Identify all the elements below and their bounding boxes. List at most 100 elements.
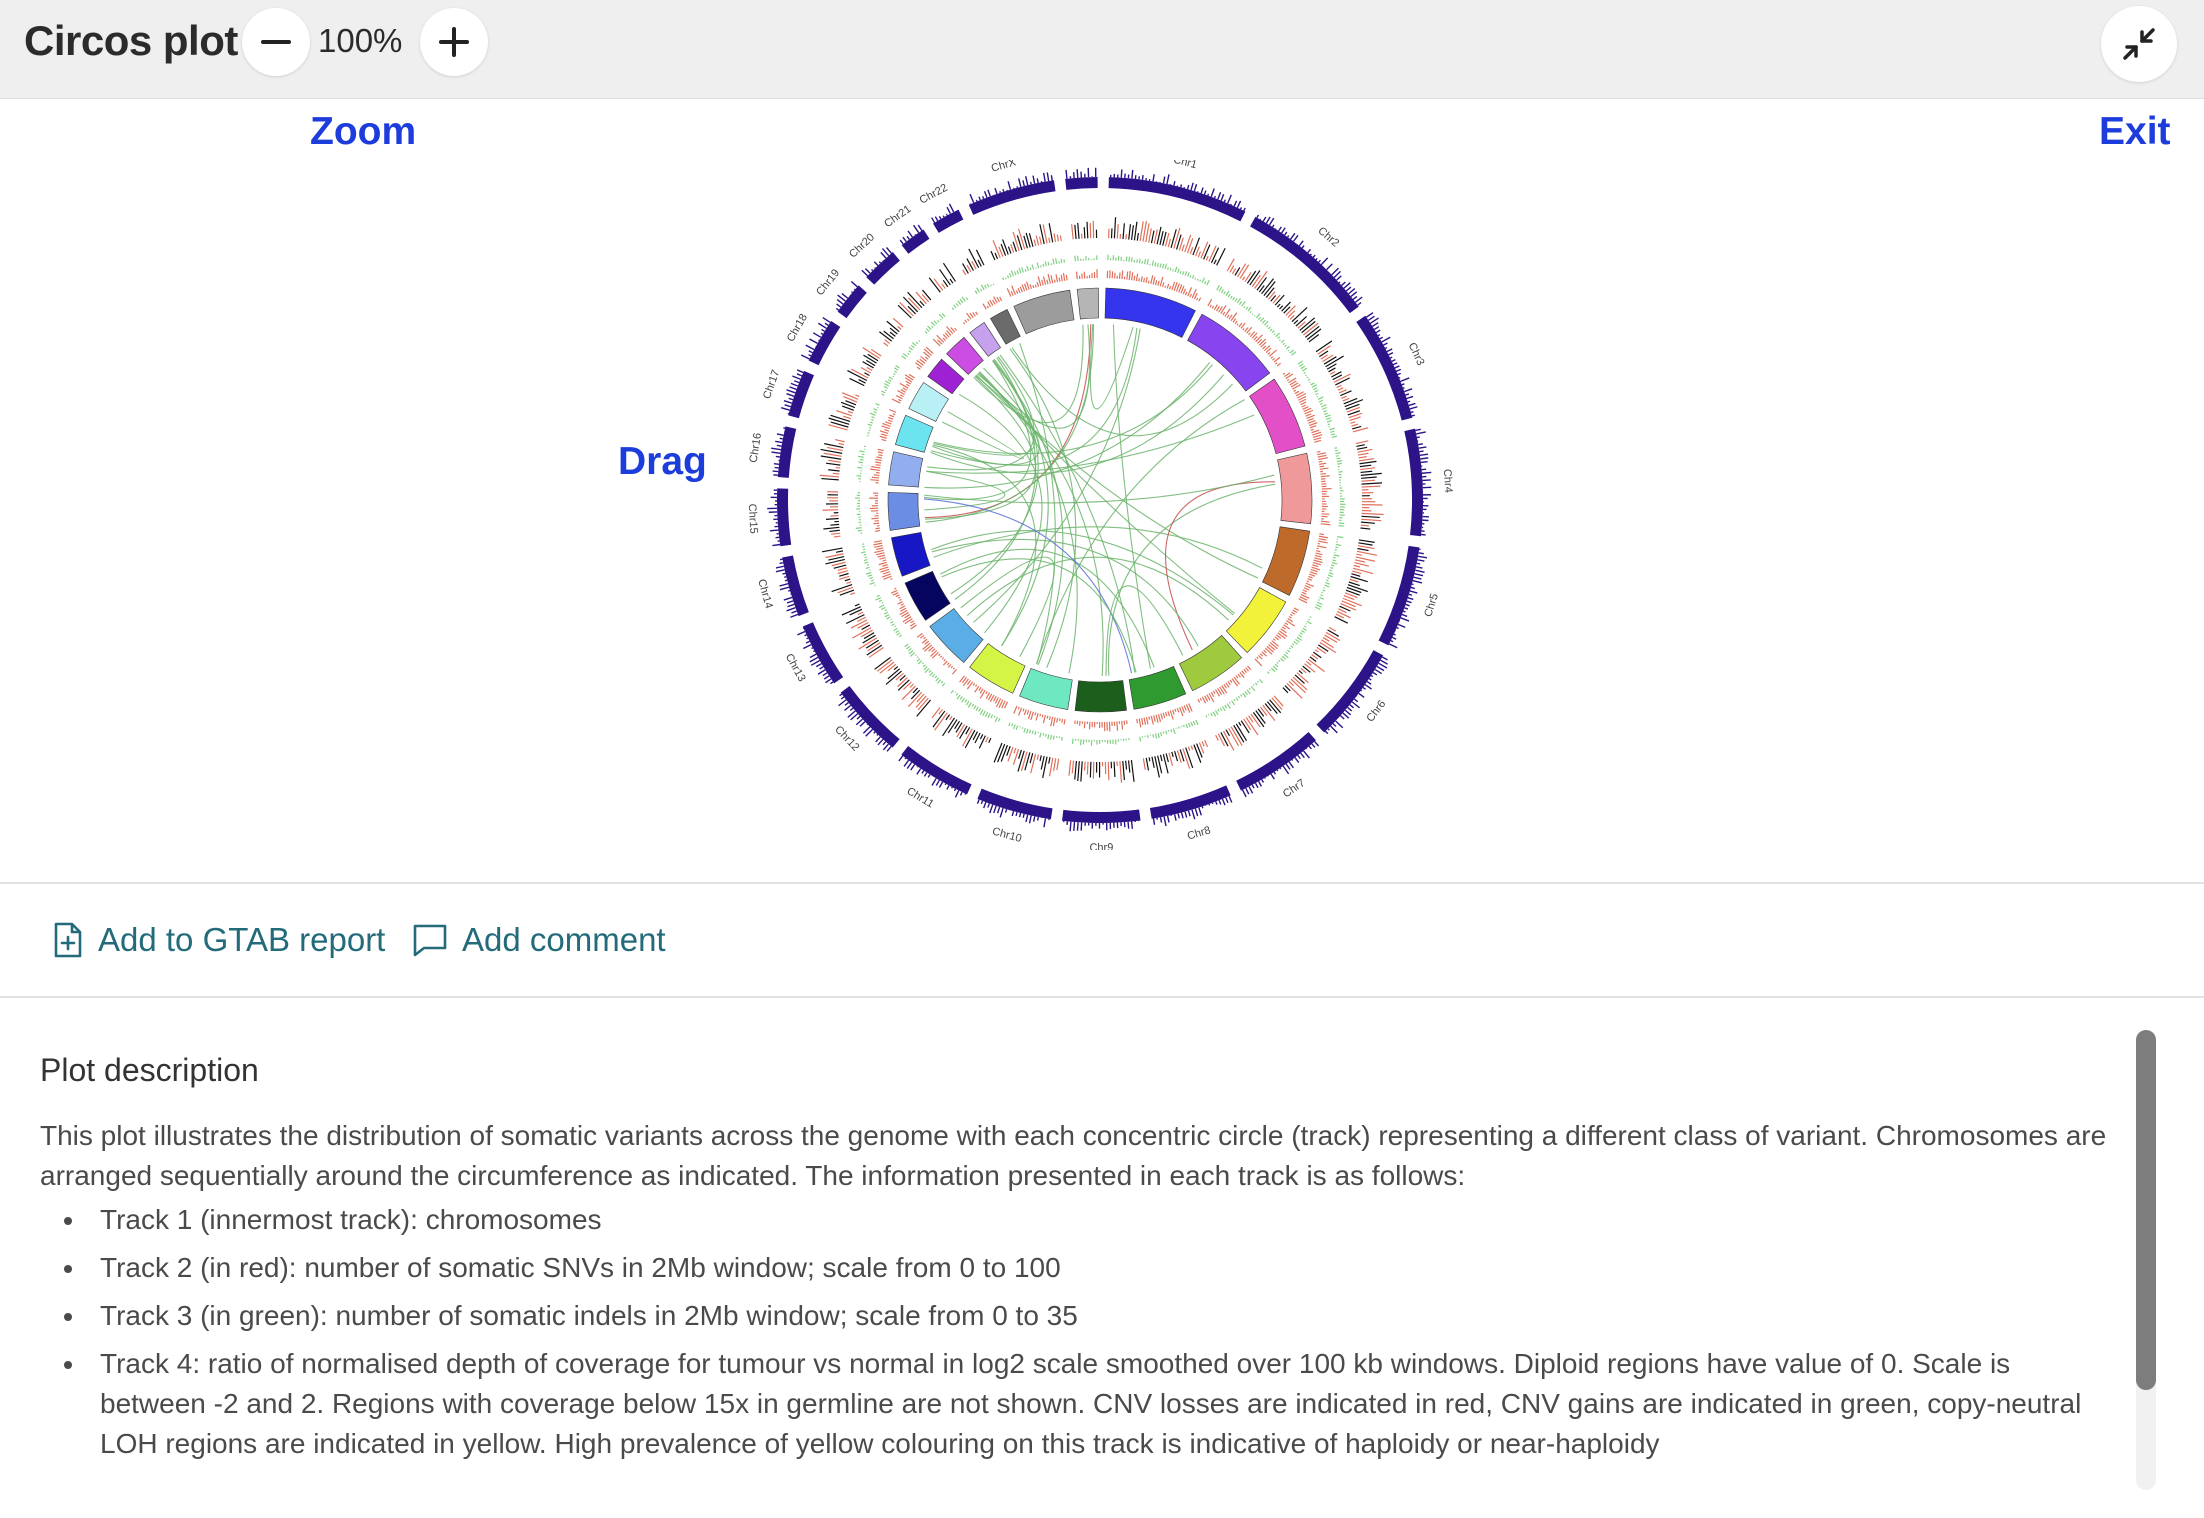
coverage-bar xyxy=(1179,749,1185,762)
snv-bar xyxy=(1267,351,1271,355)
outer-track-spike xyxy=(1011,811,1015,817)
coverage-bar xyxy=(931,707,941,719)
outer-track-spike xyxy=(825,678,832,684)
outer-track-spike xyxy=(948,203,955,213)
outer-track-spike xyxy=(1265,216,1271,224)
exit-fullscreen-button[interactable] xyxy=(2101,6,2177,82)
snv-bar xyxy=(873,544,883,548)
snv-bar xyxy=(1229,679,1233,684)
plot-description: This plot illustrates the distribution o… xyxy=(40,1116,2116,1472)
snv-bar xyxy=(928,646,934,652)
indel-bar xyxy=(959,298,964,304)
snv-bar xyxy=(870,479,879,482)
coverage-bar xyxy=(830,421,849,428)
indel-bar xyxy=(924,668,930,674)
coverage-bar xyxy=(934,712,948,731)
coverage-bar xyxy=(1230,726,1243,746)
coverage-bar xyxy=(1228,727,1240,747)
coverage-bar xyxy=(832,472,840,475)
indel-bar xyxy=(878,604,885,608)
coverage-bar xyxy=(826,446,843,452)
coverage-bar xyxy=(1252,712,1265,728)
coverage-bar xyxy=(1048,237,1051,243)
snv-bar xyxy=(1292,609,1298,613)
indel-bar xyxy=(1274,663,1279,668)
indel-bar xyxy=(1047,734,1050,740)
outer-track-spike xyxy=(1194,808,1199,817)
coverage-bar xyxy=(907,291,923,309)
coverage-bar xyxy=(857,621,869,629)
snv-bar xyxy=(1023,709,1027,716)
structural-variant-link xyxy=(927,356,1035,471)
add-to-report-button[interactable]: Add to GTAB report xyxy=(52,912,385,968)
outer-track-spike xyxy=(817,322,827,329)
snv-bar xyxy=(890,578,893,580)
coverage-bar xyxy=(978,735,986,749)
coverage-bar xyxy=(843,395,858,403)
coverage-bar xyxy=(1358,457,1375,462)
outer-track-spike xyxy=(1374,668,1383,675)
coverage-bar xyxy=(1251,274,1261,288)
coverage-bar xyxy=(837,570,848,575)
outer-track-spike xyxy=(1338,281,1341,284)
indel-bar xyxy=(939,318,942,321)
snv-bar xyxy=(1131,272,1134,281)
indel-bar xyxy=(888,376,893,380)
snv-bar xyxy=(902,616,912,623)
outer-track-spike xyxy=(1200,187,1204,194)
coverage-bar xyxy=(831,584,853,593)
coverage-bar xyxy=(1357,545,1375,550)
snv-bar xyxy=(1275,362,1278,365)
chromosome-segment xyxy=(1013,289,1075,335)
outer-track-spike xyxy=(1032,816,1036,822)
outer-track-spike xyxy=(788,397,794,401)
outer-track-spike xyxy=(876,733,879,736)
indel-bar xyxy=(1280,657,1285,662)
chromosome-label: Chr17 xyxy=(761,368,782,400)
snv-bar xyxy=(870,468,881,472)
outer-track-spike xyxy=(1288,761,1294,769)
coverage-bar xyxy=(879,661,895,674)
coverage-bar xyxy=(1354,559,1366,563)
outer-track-spike xyxy=(1004,808,1008,813)
indel-bar xyxy=(884,609,887,612)
structural-variant-link xyxy=(933,375,1036,456)
outer-track-spike xyxy=(856,715,861,720)
coverage-bar xyxy=(1125,234,1127,240)
outer-track-spike xyxy=(1268,217,1275,226)
snv-bar xyxy=(1305,582,1315,588)
outer-track-segment xyxy=(866,252,900,285)
outer-track-spike xyxy=(1357,301,1362,306)
snv-bar xyxy=(890,589,898,594)
indel-bar xyxy=(1316,601,1323,606)
snv-bar xyxy=(1241,670,1245,675)
outer-track-spike xyxy=(1292,234,1299,242)
coverage-bar xyxy=(1303,322,1319,336)
zoom-out-button[interactable] xyxy=(242,8,310,76)
outer-track-spike xyxy=(1422,479,1431,482)
coverage-bar xyxy=(843,415,852,420)
snv-bar xyxy=(923,636,926,640)
coverage-bar xyxy=(1192,237,1201,256)
coverage-bar xyxy=(1039,224,1045,245)
indel-bar xyxy=(908,346,913,351)
indel-bar xyxy=(1005,277,1007,280)
outer-track-spike xyxy=(1248,786,1254,794)
zoom-in-button[interactable] xyxy=(420,8,488,76)
indel-bar xyxy=(940,680,944,684)
scrollbar-thumb[interactable] xyxy=(2136,1030,2156,1390)
circos-plot-canvas[interactable]: Chr1Chr2Chr3Chr4Chr5Chr6Chr7Chr8Chr9Chr1… xyxy=(740,146,1460,854)
coverage-bar xyxy=(1346,406,1361,413)
indel-bar xyxy=(1242,692,1247,698)
coverage-bar xyxy=(821,547,843,553)
indel-bar xyxy=(1285,651,1289,655)
outer-track-spike xyxy=(1409,406,1418,410)
outer-track-spike xyxy=(953,788,957,792)
coverage-bar xyxy=(988,737,992,743)
coverage-bar xyxy=(897,679,910,691)
coverage-bar xyxy=(1167,238,1172,248)
indel-bar xyxy=(1177,268,1180,274)
outer-track-spike xyxy=(776,444,782,447)
add-comment-button[interactable]: Add comment xyxy=(412,912,666,968)
